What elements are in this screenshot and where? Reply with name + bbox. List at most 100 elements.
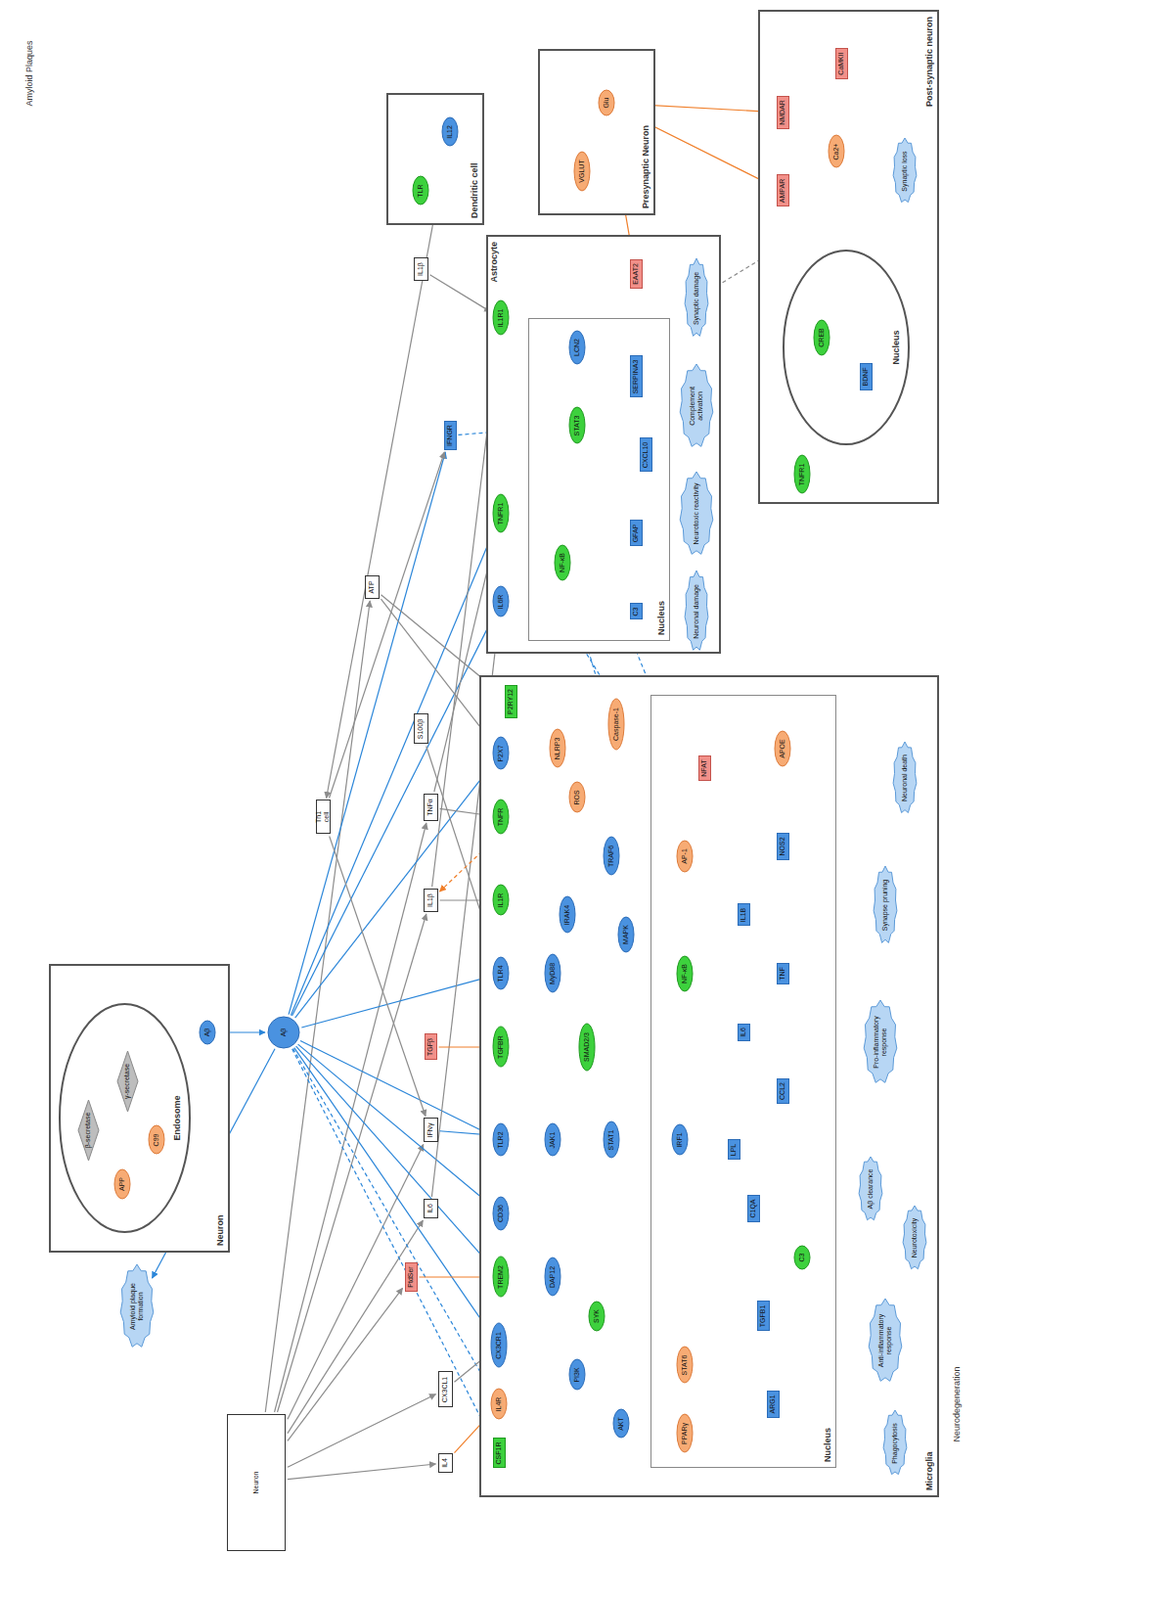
gene-box: IL6 bbox=[737, 1023, 751, 1041]
gene-box: C1QA bbox=[747, 1194, 761, 1222]
node-outline bbox=[554, 544, 571, 581]
node-label: IFNγ bbox=[426, 1122, 435, 1138]
molecule-node: IL1R1 bbox=[492, 300, 510, 337]
node-outline bbox=[493, 301, 509, 336]
connector bbox=[295, 763, 493, 1018]
gene-box: CaMKII bbox=[835, 47, 849, 80]
molecule-node: NLRP3 bbox=[548, 728, 567, 769]
node-outline bbox=[783, 250, 909, 445]
gene-box: EAAT2 bbox=[629, 259, 643, 289]
node-label: Neurotoxicity bbox=[910, 1217, 919, 1257]
cell-compartment: Post-synaptic neuronNucleusCREBBDNFAMPAR… bbox=[758, 9, 940, 504]
outcome-burst: Amyloid plaque formation bbox=[119, 1262, 155, 1349]
node-label: TNFα bbox=[426, 798, 435, 816]
node-outline bbox=[549, 729, 566, 768]
node-outline bbox=[493, 957, 509, 990]
connector bbox=[430, 274, 492, 313]
outcome-burst: Neurotoxicity bbox=[901, 1204, 928, 1271]
node-outline bbox=[618, 916, 634, 952]
gene-box: TNF bbox=[776, 962, 790, 985]
node-label: JAK1 bbox=[548, 1131, 557, 1149]
node-outline bbox=[574, 151, 590, 191]
node-outline bbox=[493, 1256, 509, 1298]
node-outline bbox=[491, 1323, 507, 1368]
node-outline bbox=[828, 135, 845, 169]
node-label: Complement activation bbox=[688, 371, 705, 441]
gene-box: AMPAR bbox=[776, 175, 790, 208]
node-label: β-secretase bbox=[84, 1112, 92, 1149]
molecule-node: TREM2 bbox=[492, 1255, 510, 1299]
node-label: IL1B bbox=[739, 907, 748, 922]
node-label: TREM2 bbox=[496, 1264, 505, 1289]
gene-box: C3 bbox=[629, 603, 643, 621]
node-label: NOS2 bbox=[778, 836, 787, 855]
node-outline bbox=[493, 1196, 509, 1230]
connector bbox=[298, 1043, 492, 1206]
node-outline bbox=[59, 1003, 190, 1232]
node-label: SMAD2/3 bbox=[583, 1031, 591, 1062]
molecule-node: CD36 bbox=[492, 1195, 510, 1231]
vesicle-outline: EndosomeAPPβ-secretaseγ-secretaseC99 bbox=[58, 1002, 191, 1233]
node-label: TGFB1 bbox=[759, 1304, 767, 1328]
node-label: CREB bbox=[817, 327, 826, 347]
node-label: IL6 bbox=[426, 1203, 435, 1213]
molecule-node: TGFBR bbox=[492, 1026, 510, 1069]
node-label: TNFR bbox=[496, 807, 505, 827]
cell-compartment: Presynaptic NeuronVGLUTGlu bbox=[538, 48, 656, 216]
node-label: Aβ bbox=[203, 1028, 212, 1037]
node-label: IL1β bbox=[416, 262, 425, 276]
node-label: Nucleus bbox=[657, 600, 668, 635]
node-label: IL12 bbox=[446, 125, 454, 139]
molecule-node: APOE bbox=[773, 729, 792, 767]
outcome-burst: Neurotoxic reactivity bbox=[678, 470, 715, 557]
node-outline bbox=[493, 885, 509, 916]
node-outline bbox=[148, 1125, 165, 1155]
node-label: Glu bbox=[602, 97, 611, 109]
connector bbox=[292, 1048, 492, 1436]
outcome-burst: Pro-inflammatory response bbox=[862, 998, 898, 1085]
node-outline bbox=[544, 1257, 561, 1297]
molecule-node: LCN2 bbox=[568, 329, 586, 365]
node-label: CSF1R bbox=[494, 1441, 503, 1465]
node-outline bbox=[569, 1359, 585, 1391]
molecule-node: NF-κB bbox=[675, 954, 694, 992]
node-label: CX3CL1 bbox=[441, 1376, 449, 1402]
gene-box: GFAP bbox=[629, 520, 643, 547]
node-outline bbox=[442, 118, 458, 147]
outcome-burst: Neuronal damage bbox=[683, 570, 710, 654]
gene-box: PtdSer bbox=[404, 1261, 418, 1292]
node-outline bbox=[893, 138, 917, 204]
molecule-node: AKT bbox=[612, 1408, 630, 1439]
node-label: CD36 bbox=[496, 1204, 505, 1222]
gene-box: IL1B bbox=[737, 903, 751, 927]
molecule-node: IL4R bbox=[490, 1388, 508, 1421]
molecule-node: JAK1 bbox=[543, 1122, 562, 1158]
node-label: C99 bbox=[152, 1133, 161, 1147]
signal-box: Neuron bbox=[226, 1413, 286, 1551]
node-label: Endosome bbox=[173, 1095, 183, 1141]
node-label: IL4 bbox=[441, 1457, 449, 1468]
signal-box: IL1β bbox=[423, 888, 439, 912]
node-label: AKT bbox=[617, 1416, 626, 1431]
cell-compartment: NeuronEndosomeAPPβ-secretaseγ-secretaseC… bbox=[48, 963, 230, 1253]
node-outline bbox=[676, 840, 693, 872]
node-label: NMDAR bbox=[778, 99, 787, 126]
gene-box: NOS2 bbox=[776, 832, 790, 860]
node-outline bbox=[493, 1027, 509, 1068]
molecule-node: IL12 bbox=[441, 117, 459, 148]
node-label: STAT3 bbox=[573, 415, 582, 437]
node-outline bbox=[493, 1123, 509, 1157]
molecule-node: C99 bbox=[147, 1124, 166, 1156]
node-label: DAP12 bbox=[548, 1265, 557, 1288]
node-label: TNFR1 bbox=[798, 463, 807, 487]
node-outline bbox=[676, 1346, 693, 1384]
node-outline bbox=[579, 1023, 595, 1071]
node-outline bbox=[679, 363, 714, 447]
outcome-burst: Synaptic loss bbox=[892, 137, 918, 206]
molecule-node: TNFR1 bbox=[793, 454, 811, 495]
molecule-node: TLR2 bbox=[492, 1122, 510, 1158]
node-outline bbox=[672, 1124, 688, 1156]
node-label: Th1 cell bbox=[314, 806, 331, 829]
gene-box: BDNF bbox=[859, 362, 873, 391]
node-outline bbox=[598, 89, 615, 116]
